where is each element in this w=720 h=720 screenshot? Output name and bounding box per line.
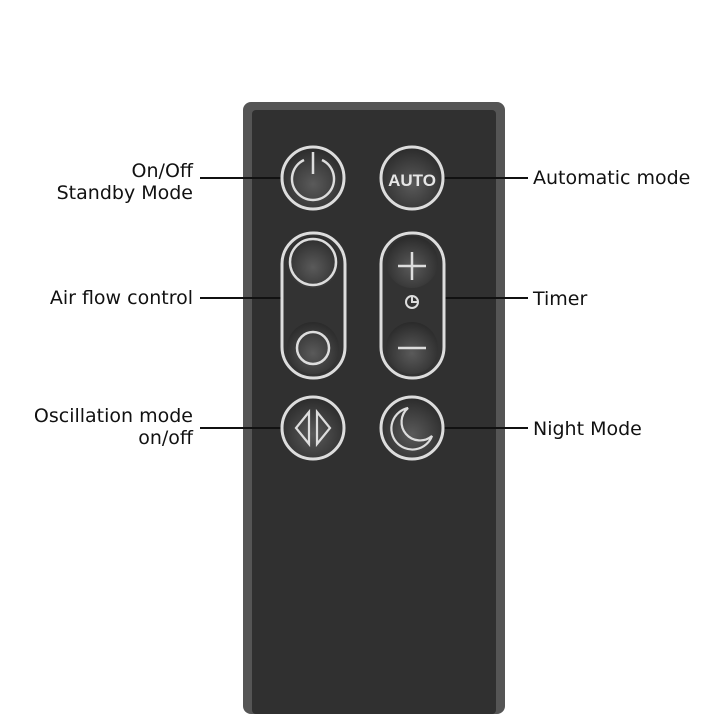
auto-label: Automatic mode bbox=[533, 167, 691, 189]
oscillation-button[interactable] bbox=[280, 395, 346, 461]
airflow-increase-icon[interactable] bbox=[288, 237, 338, 287]
night-label: Night Mode bbox=[533, 418, 642, 440]
power-label: On/Off Standby Mode bbox=[57, 160, 193, 204]
oscillation-label: Oscillation mode on/off bbox=[34, 405, 193, 449]
moon-icon bbox=[390, 406, 434, 451]
auto-button-label: AUTO bbox=[388, 171, 436, 190]
power-button[interactable] bbox=[280, 145, 346, 211]
airflow-control[interactable] bbox=[280, 231, 347, 380]
power-label-line2: Standby Mode bbox=[56, 182, 193, 204]
oscillation-icon bbox=[294, 408, 332, 448]
plus-icon[interactable] bbox=[398, 252, 426, 280]
power-label-line1: On/Off bbox=[131, 160, 193, 182]
oscillation-label-line2: on/off bbox=[138, 427, 193, 449]
timer-label: Timer bbox=[533, 288, 588, 310]
clock-icon bbox=[405, 295, 419, 309]
leader-lines bbox=[200, 177, 528, 429]
airflow-decrease-icon[interactable] bbox=[295, 330, 331, 366]
auto-button[interactable]: AUTO bbox=[379, 145, 445, 211]
power-icon bbox=[290, 152, 336, 202]
night-mode-button[interactable] bbox=[379, 395, 445, 461]
oscillation-label-line1: Oscillation mode bbox=[33, 405, 193, 427]
timer-control[interactable] bbox=[379, 231, 446, 380]
airflow-label: Air flow control bbox=[49, 287, 193, 309]
remote-body bbox=[243, 102, 505, 714]
